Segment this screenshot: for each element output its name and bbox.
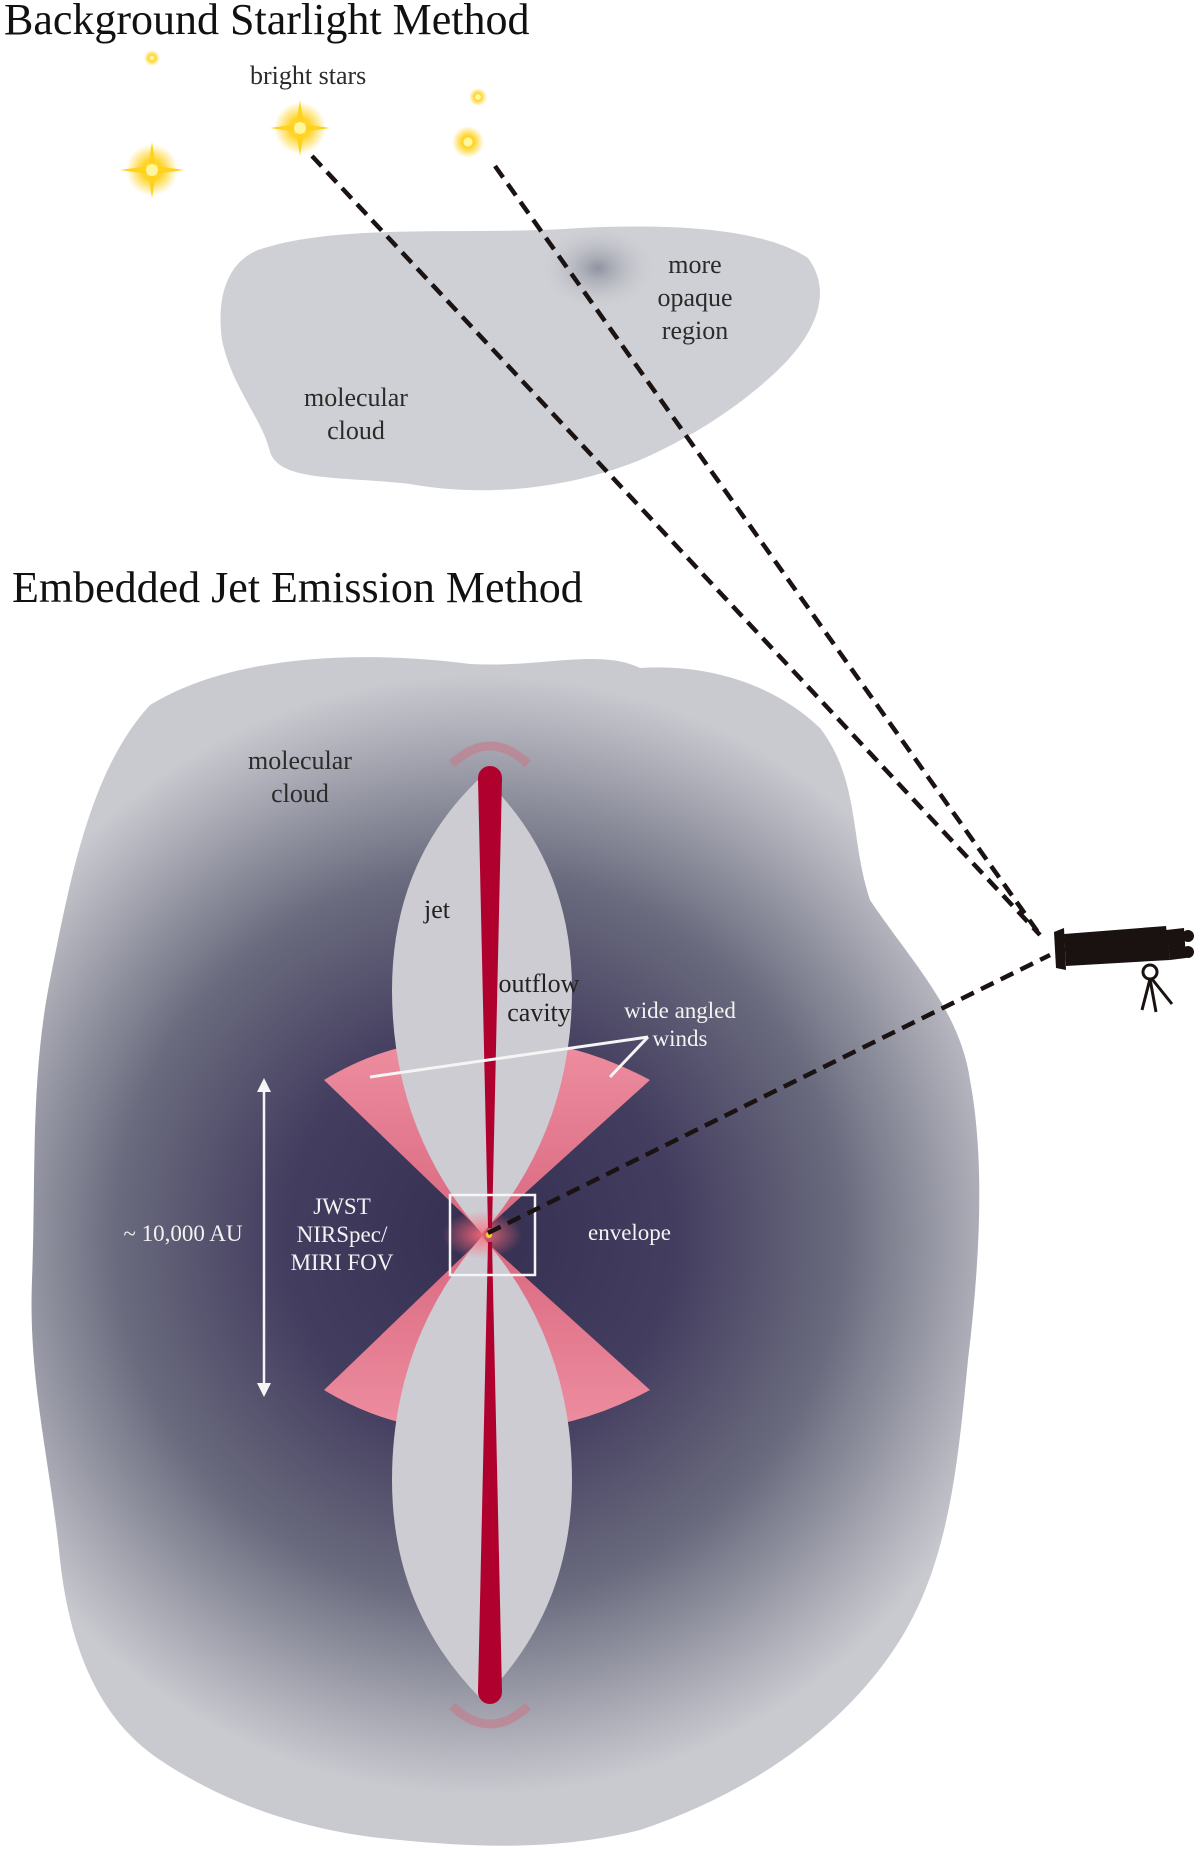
telescope-icon bbox=[1054, 926, 1194, 1013]
svg-text:molecular: molecular bbox=[304, 383, 408, 412]
svg-text:wide angled: wide angled bbox=[624, 998, 736, 1023]
winds-pointer-left bbox=[369, 1035, 649, 1079]
jwst-fov-label: JWST NIRSpec/ MIRI FOV bbox=[291, 1194, 394, 1275]
jwst-fov-box bbox=[448, 1193, 537, 1277]
svg-text:MIRI FOV: MIRI FOV bbox=[291, 1250, 394, 1275]
outflow-cavity-label: outflow cavity bbox=[499, 969, 580, 1027]
bow-shock-lower bbox=[448, 1702, 532, 1729]
star-icon bbox=[469, 88, 487, 106]
svg-text:opaque: opaque bbox=[657, 283, 732, 312]
molecular-cloud-top-label: molecular cloud bbox=[304, 383, 408, 445]
molecular-cloud-top bbox=[220, 226, 820, 491]
svg-text:JWST: JWST bbox=[313, 1194, 371, 1219]
svg-text:cloud: cloud bbox=[327, 416, 385, 445]
jet-lower bbox=[478, 1242, 502, 1695]
protostar-glow bbox=[442, 1211, 522, 1259]
svg-text:NIRSpec/: NIRSpec/ bbox=[297, 1222, 388, 1247]
outflow-cavity-upper bbox=[392, 776, 572, 1234]
svg-text:more: more bbox=[668, 250, 721, 279]
wide-angled-winds-label: wide angled winds bbox=[624, 998, 736, 1051]
opaque-region-label: more opaque region bbox=[657, 250, 732, 345]
opaque-region bbox=[538, 224, 658, 312]
svg-text:outflow: outflow bbox=[499, 969, 580, 998]
svg-text:cavity: cavity bbox=[507, 998, 571, 1027]
molecular-cloud-bottom-label: molecular cloud bbox=[248, 746, 352, 808]
title-embedded-jet: Embedded Jet Emission Method bbox=[12, 563, 583, 612]
star-icon bbox=[270, 100, 330, 156]
sightlines bbox=[310, 154, 1051, 1236]
envelope-label: envelope bbox=[588, 1220, 671, 1245]
outflow-cavity-lower bbox=[392, 1236, 572, 1700]
svg-text:molecular: molecular bbox=[248, 746, 352, 775]
svg-text:cloud: cloud bbox=[271, 779, 329, 808]
bright-stars-label: bright stars bbox=[250, 61, 366, 90]
jet bbox=[478, 775, 502, 1228]
jet-label: jet bbox=[423, 895, 451, 924]
title-background-starlight: Background Starlight Method bbox=[4, 0, 530, 44]
svg-text:region: region bbox=[662, 316, 728, 345]
scale-arrow bbox=[257, 1078, 271, 1397]
star-icon bbox=[144, 50, 160, 66]
scale-label: ~ 10,000 AU bbox=[123, 1221, 243, 1246]
winds-pointer-right bbox=[608, 1035, 650, 1079]
bow-shock-upper bbox=[448, 741, 532, 768]
svg-text:winds: winds bbox=[653, 1026, 708, 1051]
star-icon bbox=[120, 142, 184, 198]
star-icon bbox=[452, 126, 484, 158]
